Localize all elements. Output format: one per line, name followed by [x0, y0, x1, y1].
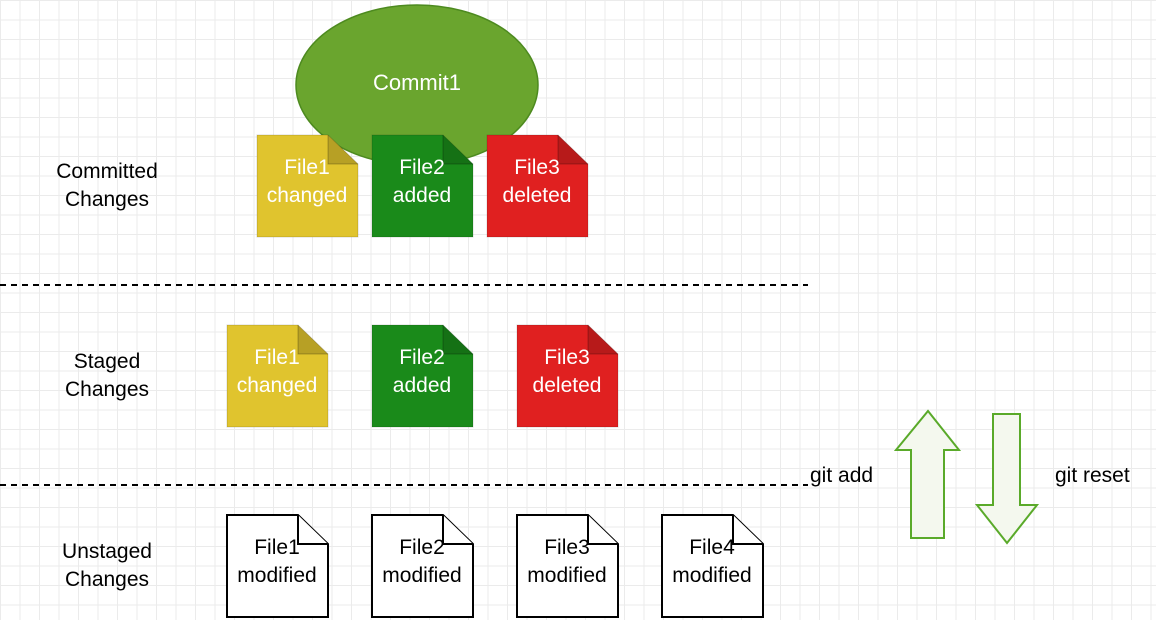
file-icon — [226, 324, 329, 428]
file-fold-corner — [587, 515, 618, 545]
file-icon — [371, 324, 474, 428]
file-fold-corner — [732, 515, 763, 545]
committed-file2: File2 added — [371, 134, 474, 238]
file-label: File1 changed — [248, 154, 366, 210]
file-fold-corner — [297, 325, 328, 355]
file-name: File2 — [399, 346, 445, 369]
file-name: File1 — [284, 156, 330, 179]
git-reset-label: git reset — [1055, 464, 1130, 487]
file-status: deleted — [502, 184, 572, 207]
file-status: changed — [266, 184, 348, 207]
unstaged-label-line1: Unstaged — [62, 540, 152, 563]
staged-file1: File1 changed — [226, 324, 329, 428]
file-icon — [516, 514, 619, 618]
file-icon — [516, 324, 619, 428]
git-add-arrow — [893, 409, 962, 539]
file-fold-corner — [327, 135, 358, 165]
file-body — [226, 324, 329, 428]
file-label: File3 deleted — [478, 154, 596, 210]
file-label: File1 modified — [218, 534, 336, 590]
file-name: File3 — [544, 536, 590, 559]
file-name: File3 — [544, 346, 590, 369]
committed-file3: File3 deleted — [486, 134, 589, 238]
file-icon — [226, 514, 329, 618]
git-add-label: git add — [810, 464, 874, 487]
file-status: modified — [237, 564, 317, 587]
file-body — [486, 134, 589, 238]
file-name: File2 — [399, 536, 445, 559]
file-name: File1 — [254, 346, 300, 369]
staged-file2: File2 added — [371, 324, 474, 428]
file-body — [516, 324, 619, 428]
file-icon — [371, 134, 474, 238]
staged-label-line1: Staged — [73, 350, 141, 373]
file-fold-corner — [442, 135, 473, 165]
file-fold-corner — [297, 515, 328, 545]
staged-changes-label: Staged Changes — [32, 348, 182, 404]
file-status: changed — [236, 374, 318, 397]
file-name: File4 — [689, 536, 735, 559]
file-icon — [486, 134, 589, 238]
file-status: added — [392, 184, 452, 207]
committed-label-line1: Committed — [56, 160, 158, 183]
committed-label-line2: Changes — [64, 188, 150, 211]
file-fold-corner — [442, 325, 473, 355]
file-status: deleted — [532, 374, 602, 397]
unstaged-file1: File1 modified — [226, 514, 329, 618]
file-icon — [256, 134, 359, 238]
unstaged-file2: File2 modified — [371, 514, 474, 618]
file-label: File2 added — [363, 154, 481, 210]
file-name: File1 — [254, 536, 300, 559]
file-fold-corner — [587, 325, 618, 355]
file-label: File1 changed — [218, 344, 336, 400]
staged-label-line2: Changes — [64, 378, 150, 401]
file-status: modified — [672, 564, 752, 587]
file-status: added — [392, 374, 452, 397]
unstaged-changes-label: Unstaged Changes — [32, 538, 182, 594]
file-name: File2 — [399, 156, 445, 179]
file-fold-corner — [442, 515, 473, 545]
file-icon — [661, 514, 764, 618]
file-label: File2 added — [363, 344, 481, 400]
file-body — [371, 134, 474, 238]
file-status: modified — [527, 564, 607, 587]
file-body — [256, 134, 359, 238]
commit-label: Commit1 — [372, 70, 461, 95]
unstaged-file4: File4 modified — [661, 514, 764, 618]
file-icon — [371, 514, 474, 618]
unstaged-file3: File3 modified — [516, 514, 619, 618]
file-name: File3 — [514, 156, 560, 179]
file-label: File4 modified — [653, 534, 771, 590]
file-body — [371, 324, 474, 428]
file-fold-corner — [557, 135, 588, 165]
git-reset-arrow — [974, 413, 1040, 545]
file-label: File3 modified — [508, 534, 626, 590]
staged-file3: File3 deleted — [516, 324, 619, 428]
committed-changes-label: Committed Changes — [32, 158, 182, 214]
committed-file1: File1 changed — [256, 134, 359, 238]
file-label: File3 deleted — [508, 344, 626, 400]
unstaged-label-line2: Changes — [64, 568, 150, 591]
file-label: File2 modified — [363, 534, 481, 590]
file-status: modified — [382, 564, 462, 587]
